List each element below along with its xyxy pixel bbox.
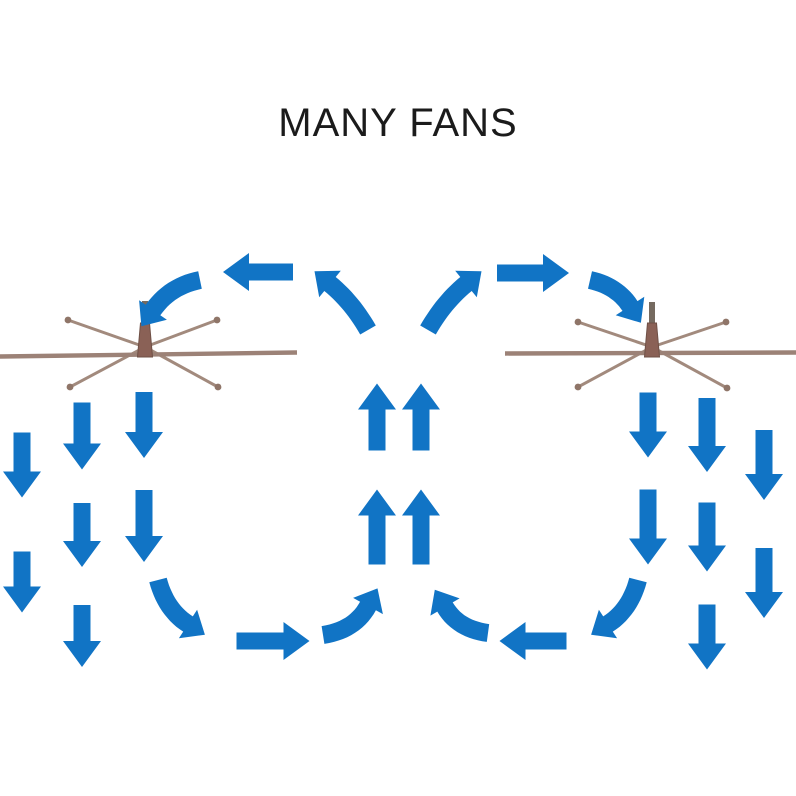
fan-blade-tip — [723, 384, 731, 392]
left-downdraft-mid-2 — [63, 503, 101, 567]
fan-blade-tip — [574, 318, 582, 326]
fan-blade — [143, 318, 219, 349]
center-updraft-left-2 — [358, 489, 396, 565]
center-updraft-right-1 — [402, 383, 440, 451]
fan-blade-tip — [214, 383, 222, 391]
left-loop-rise-turn-arrow — [314, 270, 376, 335]
fan-hub — [136, 322, 154, 358]
right-loop-rise-turn-arrow — [420, 270, 482, 335]
right-downdraft-mid-1 — [688, 398, 726, 472]
left-loop-descend-turn-arrow — [139, 271, 202, 327]
center-updraft-left-1 — [358, 383, 396, 451]
fan-blade-tip — [574, 383, 582, 391]
right-loop-descend-turn-arrow — [588, 271, 645, 323]
diagram-title: MANY FANS — [278, 101, 518, 145]
fan-pole — [649, 302, 655, 328]
right-downdraft-outer-1 — [745, 430, 783, 500]
left-loop-return-turn-arrow — [321, 588, 383, 644]
fan-blade-tip — [213, 316, 221, 324]
left-downdraft-inner-2 — [125, 490, 163, 562]
left-loop-top-flow-arrow — [223, 253, 293, 291]
right-downdraft-mid-3 — [688, 604, 726, 670]
left-downdraft-mid-3 — [63, 605, 101, 667]
fan-blade-tip — [722, 318, 730, 326]
left-downdraft-inner-1 — [125, 392, 163, 458]
right-downdraft-mid-2 — [688, 502, 726, 572]
center-updraft-right-2 — [402, 489, 440, 565]
left-downdraft-outer-2 — [3, 551, 41, 613]
fan-blade — [66, 318, 147, 349]
left-downdraft-outer-1 — [3, 432, 41, 498]
fan-blade — [650, 320, 728, 349]
left-loop-floor-turn-arrow — [149, 577, 205, 639]
fan-blade-tip — [66, 383, 74, 391]
right-downdraft-inner-2 — [629, 489, 667, 565]
right-loop-bottom-flow-arrow — [499, 622, 567, 660]
fan-hub — [643, 322, 661, 358]
right-loop-floor-turn-arrow — [591, 577, 647, 639]
left-downdraft-mid-1 — [63, 402, 101, 470]
fan-blade-tip — [64, 316, 72, 324]
right-loop-top-flow-arrow — [497, 254, 569, 292]
right-loop-return-turn-arrow — [430, 589, 490, 642]
right-downdraft-outer-2 — [745, 548, 783, 618]
right-fan — [504, 302, 796, 392]
right-downdraft-inner-1 — [629, 392, 667, 458]
fan-blade — [576, 320, 654, 349]
left-loop-bottom-flow-arrow — [236, 622, 310, 660]
